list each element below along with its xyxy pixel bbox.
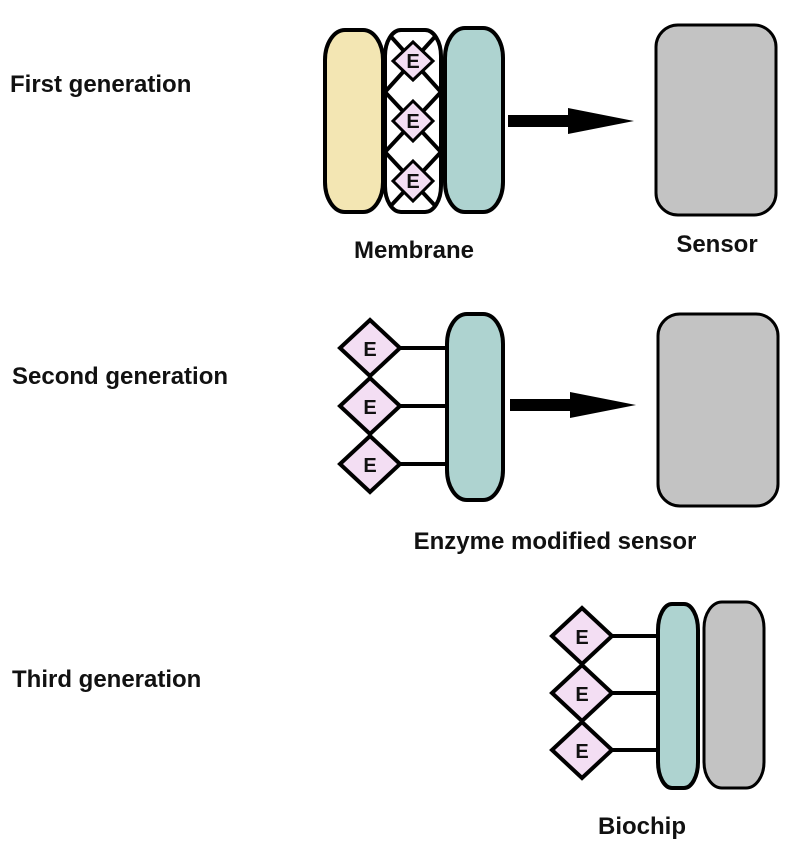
sensor-label: Sensor [676, 231, 757, 258]
svg-text:E: E [575, 684, 588, 706]
enzyme-tethers [400, 346, 448, 466]
second-generation-label: Second generation [12, 363, 228, 390]
outer-membrane [323, 28, 385, 214]
svg-text:E: E [363, 339, 376, 361]
signal-arrow [510, 392, 636, 418]
enzyme-diamond: E [337, 433, 403, 495]
third-generation-row: Third generation E E E Biochip [12, 600, 766, 840]
enzyme-diamond: E [549, 719, 615, 781]
enzyme-membrane-layer: E E E [383, 28, 443, 214]
sensor-block [654, 23, 778, 217]
svg-text:E: E [406, 51, 419, 73]
signal-arrow [508, 108, 634, 134]
enzyme-diamond: E [390, 98, 436, 144]
first-generation-row: First generation E [10, 23, 778, 264]
first-generation-label: First generation [10, 71, 191, 98]
inner-membrane [656, 602, 700, 790]
svg-text:E: E [575, 741, 588, 763]
svg-text:E: E [363, 397, 376, 419]
enzyme-diamond: E [549, 605, 615, 667]
enzyme-modified-sensor-label: Enzyme modified sensor [414, 528, 697, 555]
enzyme-diamond: E [549, 662, 615, 724]
enzyme-diamond: E [337, 375, 403, 437]
svg-text:E: E [406, 171, 419, 193]
svg-text:E: E [406, 111, 419, 133]
sensor-block [702, 600, 766, 790]
second-generation-row: Second generation E E E Enzyme [12, 312, 780, 555]
inner-membrane [443, 26, 505, 214]
sensor-block [656, 312, 780, 508]
third-generation-label: Third generation [12, 666, 201, 693]
enzyme-tethers [612, 634, 660, 752]
svg-text:E: E [363, 455, 376, 477]
enzyme-diamond: E [337, 317, 403, 379]
svg-text:E: E [575, 627, 588, 649]
enzyme-diamond: E [390, 158, 436, 204]
membrane-label: Membrane [354, 237, 474, 264]
biochip-label: Biochip [598, 813, 686, 840]
inner-membrane [445, 312, 505, 502]
enzyme-diamond: E [390, 39, 436, 83]
